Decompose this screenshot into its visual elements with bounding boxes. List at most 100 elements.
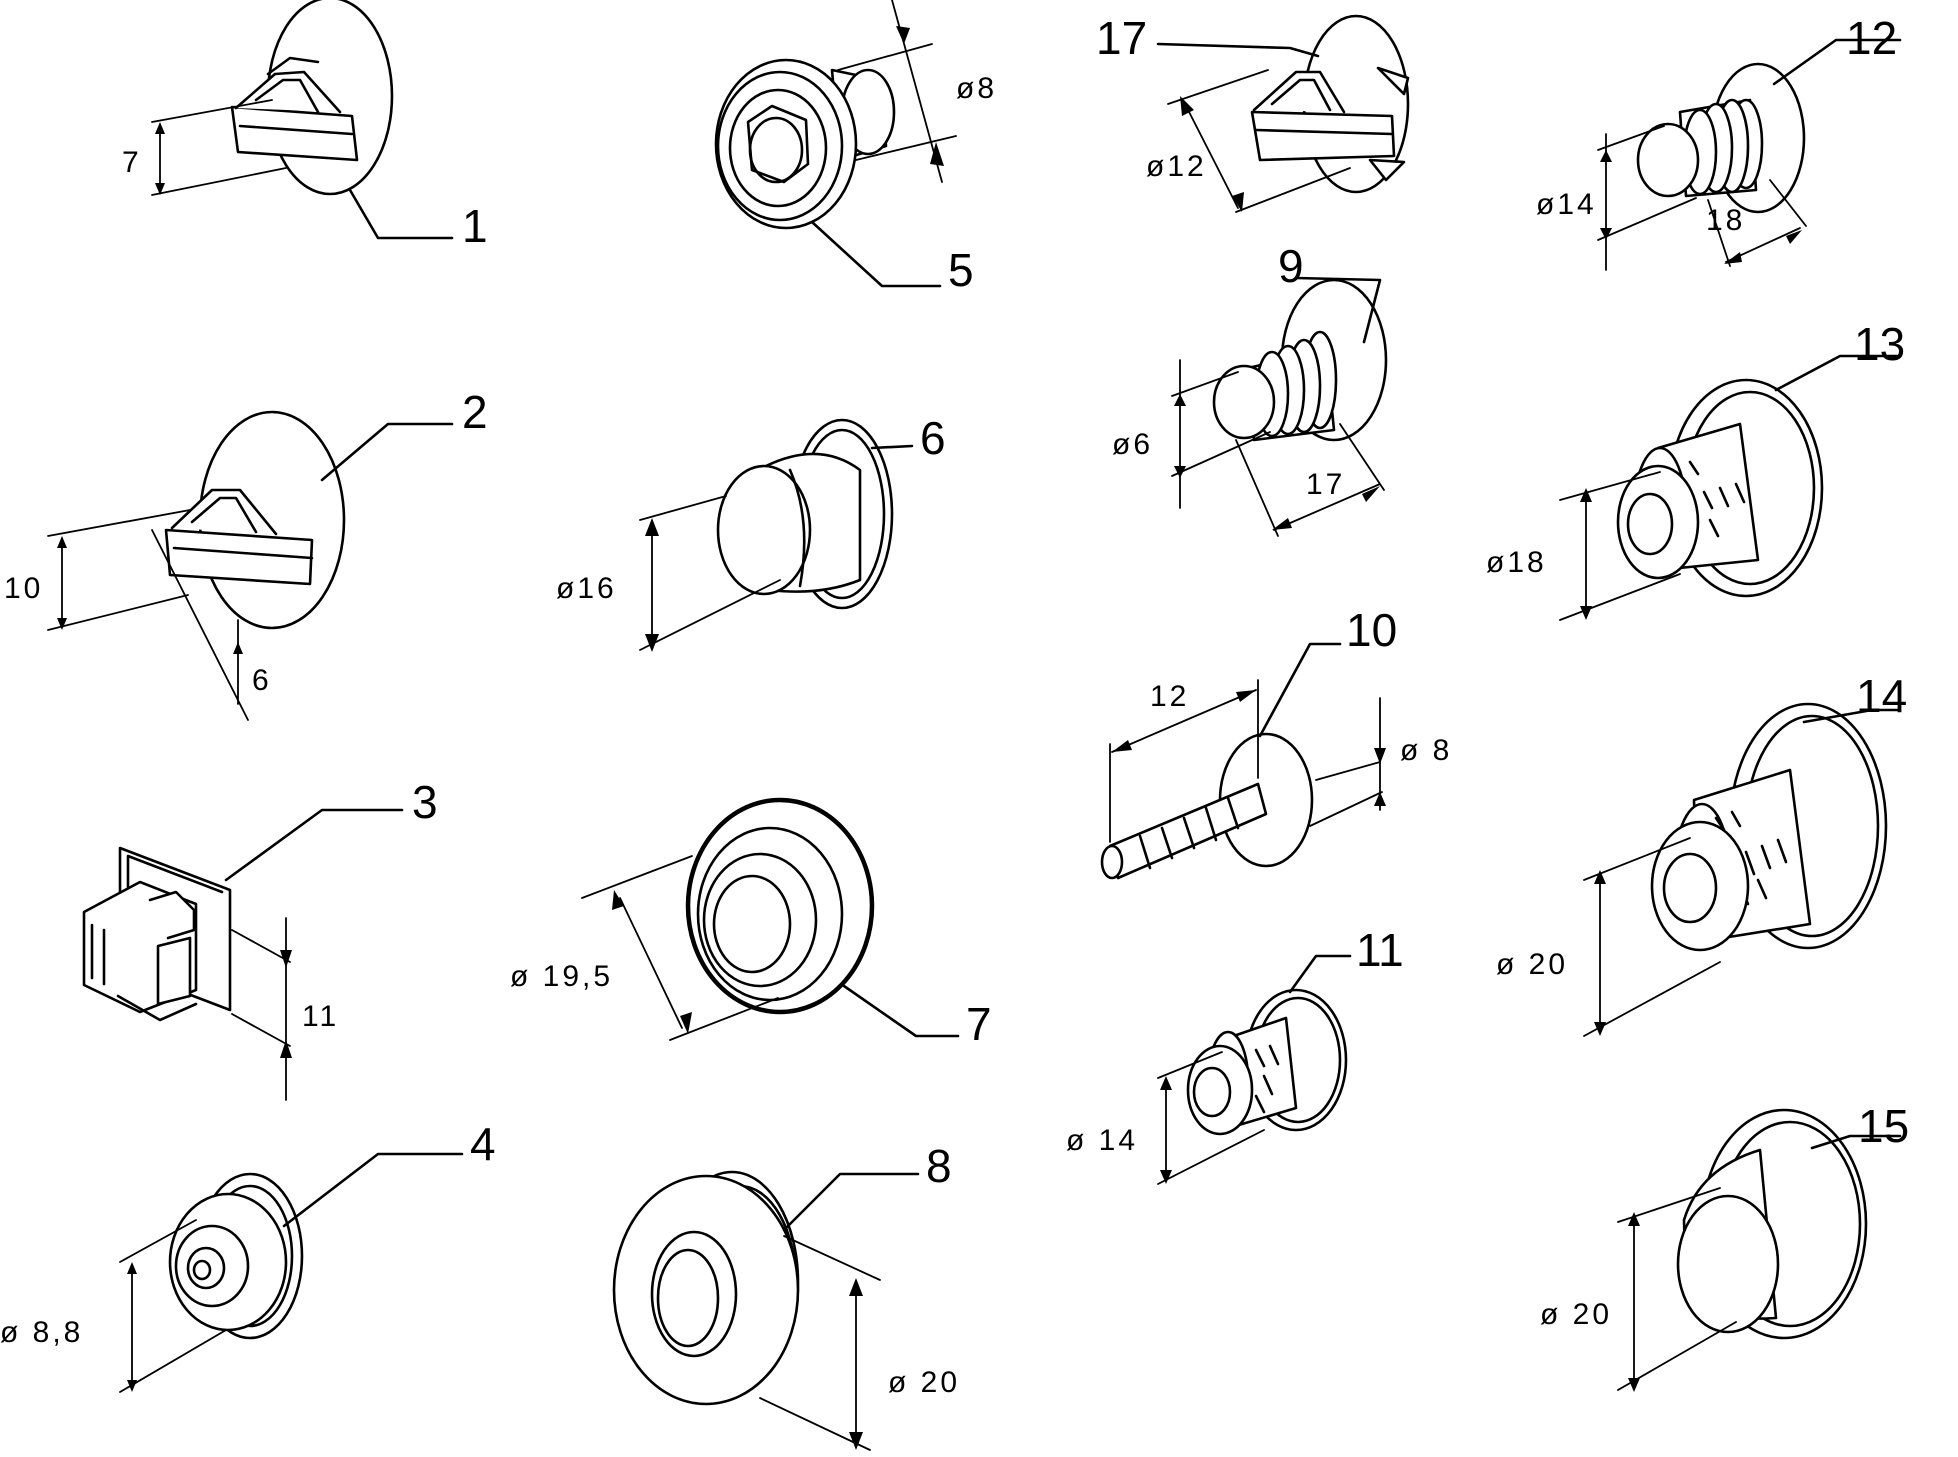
part-2-dim-arrow-top xyxy=(57,536,67,548)
part-4-number: 4 xyxy=(470,1118,496,1170)
part-3-drawing xyxy=(82,846,232,1022)
part-4-drawing xyxy=(168,1172,304,1340)
part-6-dim-arrow-top xyxy=(645,518,659,536)
part-9-dim-label-a: ø6 xyxy=(1112,428,1153,461)
part-11-dim-arrow-top xyxy=(1160,1076,1172,1090)
part-10-leader xyxy=(1258,642,1342,738)
part-8-leader xyxy=(782,1172,920,1232)
part-15-dim-label: ø 20 xyxy=(1540,1298,1612,1331)
part-9-drawing xyxy=(1212,278,1388,442)
part-7: ø 19,5 7 xyxy=(510,797,992,1050)
part-17-leader xyxy=(1156,42,1320,58)
part-4: ø 8,8 4 xyxy=(0,1118,496,1393)
part-15-dim-arrow-top xyxy=(1628,1212,1640,1226)
part-10: 12 ø 8 10 xyxy=(1100,604,1452,880)
part-11-dim-label: ø 14 xyxy=(1066,1124,1138,1157)
part-3-number: 3 xyxy=(412,776,438,828)
part-13-dim-arrow-bottom xyxy=(1580,606,1592,620)
part-14-leader xyxy=(1802,708,1902,724)
part-10-dim-label-b: ø 8 xyxy=(1400,734,1452,767)
part-10-number: 10 xyxy=(1346,604,1397,656)
part-6-number: 6 xyxy=(920,412,946,464)
part-15-dim-arrow-bottom xyxy=(1628,1378,1640,1392)
part-5-drawing xyxy=(714,58,896,230)
part-5-leader xyxy=(810,220,942,288)
part-12-dim-arrow-top xyxy=(1600,150,1612,162)
part-9-leader xyxy=(1294,276,1382,344)
part-11: ø 14 11 xyxy=(1066,924,1404,1185)
part-12-dim-arrow-bottom xyxy=(1600,228,1612,240)
part-10-dim-arrow-top xyxy=(1374,748,1386,764)
part-1-dim-lines xyxy=(151,99,287,196)
part-9-dim-label-b: 17 xyxy=(1306,468,1345,501)
part-13-drawing xyxy=(1616,378,1824,598)
part-2-drawing xyxy=(164,410,346,630)
part-2: 10 6 2 xyxy=(4,386,488,721)
part-9: ø6 17 9 xyxy=(1112,240,1388,537)
part-11-number: 11 xyxy=(1356,924,1404,976)
part-2-dim-arrow-bottom xyxy=(57,618,67,630)
part-17-dim-arrow-bottom xyxy=(1232,192,1244,212)
part-10-dim-arrow-right xyxy=(1236,690,1256,702)
part-2-dim-label-a: 10 xyxy=(4,572,43,605)
part-10-dim-lines xyxy=(1109,679,1383,843)
part-15: ø 20 15 xyxy=(1540,1100,1909,1392)
part-10-dim-arrow-bottom xyxy=(1374,792,1386,806)
part-12-dim-arrow-left xyxy=(1724,252,1742,264)
part-1: 7 1 xyxy=(122,0,488,252)
part-9-dim-arrow-bottom xyxy=(1174,466,1186,478)
part-13-number: 13 xyxy=(1854,318,1905,370)
part-12-number: 12 xyxy=(1846,12,1897,64)
part-8-dim-arrow-top xyxy=(849,1278,863,1296)
part-5-number: 5 xyxy=(948,244,974,296)
part-8-number: 8 xyxy=(926,1140,952,1192)
part-13-dim-arrow-top xyxy=(1580,488,1592,502)
part-12-dim-lines xyxy=(1597,125,1807,271)
part-12-leader xyxy=(1772,38,1902,86)
part-11-drawing xyxy=(1186,988,1348,1136)
part-7-drawing xyxy=(685,797,875,1015)
part-11-dim-arrow-bottom xyxy=(1160,1170,1172,1184)
part-3: 11 3 xyxy=(82,776,438,1101)
part-14-dim-lines xyxy=(1583,837,1721,1037)
part-2-dim-arrow-small xyxy=(233,642,243,654)
part-3-dim-arrow-top xyxy=(280,950,292,968)
part-10-drawing xyxy=(1100,732,1314,880)
part-17-drawing xyxy=(1250,14,1410,194)
part-14-dim-arrow-bottom xyxy=(1594,1022,1606,1036)
part-11-dim-lines xyxy=(1157,1051,1265,1185)
part-15-leader xyxy=(1810,1134,1902,1150)
part-15-drawing xyxy=(1676,1108,1868,1340)
part-5-dim-arrow-bottom xyxy=(930,142,944,166)
part-3-dim-arrow-bottom xyxy=(280,1040,292,1058)
part-3-leader xyxy=(224,808,404,882)
part-5: ø8 5 xyxy=(714,0,994,296)
part-17-dim-lines xyxy=(1167,69,1351,213)
part-1-dim-arrow-top xyxy=(155,122,165,134)
part-6-leader xyxy=(870,444,914,450)
part-8-drawing xyxy=(612,1170,800,1406)
part-13-leader xyxy=(1774,354,1902,392)
part-5-dim-arrow-top xyxy=(896,26,910,44)
part-13: ø18 13 xyxy=(1486,318,1905,621)
part-2-dim-lines xyxy=(47,509,249,721)
part-1-dim-arrow-bottom xyxy=(155,183,165,195)
part-8-dim-lines xyxy=(759,1235,881,1451)
part-14-dim-arrow-top xyxy=(1594,870,1606,884)
part-13-dim-lines xyxy=(1559,471,1681,621)
part-9-dim-lines xyxy=(1171,359,1385,537)
part-17-number: 17 xyxy=(1096,12,1147,64)
part-14: ø 20 14 xyxy=(1496,670,1907,1037)
part-14-dim-label: ø 20 xyxy=(1496,948,1568,981)
part-6-drawing xyxy=(716,418,894,610)
part-12-dim-label-b: 18 xyxy=(1706,204,1745,237)
part-12-drawing xyxy=(1636,62,1806,214)
part-9-dim-arrow-right xyxy=(1362,486,1380,502)
part-4-dim-label: ø 8,8 xyxy=(0,1316,83,1349)
part-13-dim-label: ø18 xyxy=(1486,546,1547,579)
part-1-drawing xyxy=(230,0,394,196)
part-12-dim-arrow-right xyxy=(1786,230,1802,244)
part-11-leader xyxy=(1288,954,1352,994)
part-6: ø16 6 xyxy=(556,412,946,652)
